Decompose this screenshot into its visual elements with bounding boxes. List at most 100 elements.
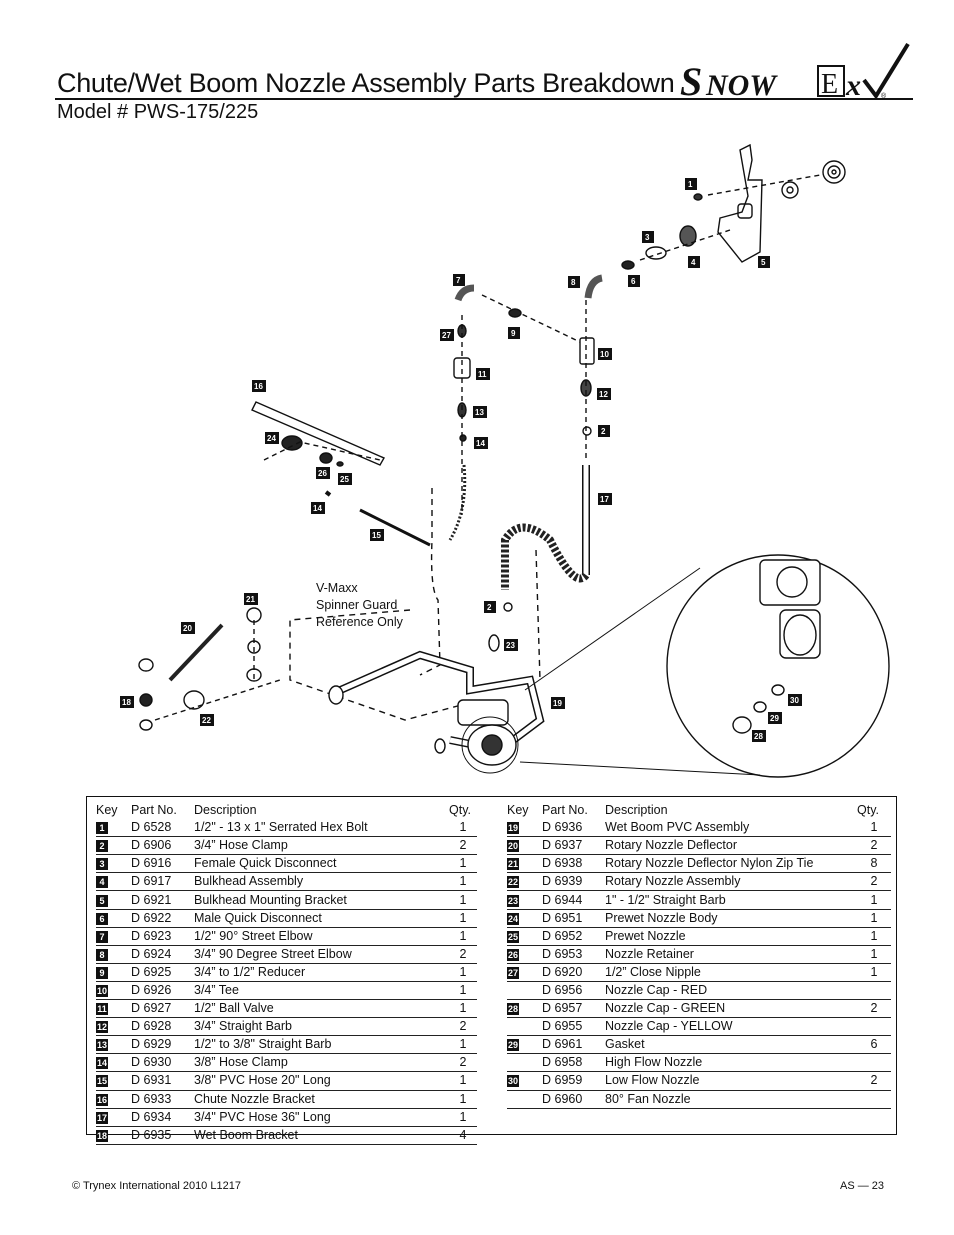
key-cell: 27	[507, 963, 542, 982]
part-number-cell: D 6933	[131, 1090, 194, 1109]
key-badge: 23	[507, 894, 519, 907]
svg-text:26: 26	[318, 469, 327, 478]
key-badge: 27	[507, 966, 519, 979]
part-number-cell: D 6952	[542, 927, 605, 946]
part-number-cell: D 6935	[131, 1126, 194, 1145]
description-cell: Male Quick Disconnect	[194, 909, 449, 928]
callout-14a: 14	[474, 437, 488, 449]
description-cell: Wet Boom PVC Assembly	[605, 819, 857, 838]
key-badge: 24	[507, 912, 519, 925]
key-cell: 28	[507, 999, 542, 1019]
qty-cell: 2	[857, 836, 891, 856]
qty-cell: 1	[449, 909, 477, 928]
qty-cell: 1	[449, 872, 477, 892]
description-cell: Rotary Nozzle Deflector	[605, 836, 857, 856]
part-number-cell: D 6925	[131, 963, 194, 982]
description-cell: 80° Fan Nozzle	[605, 1090, 857, 1109]
callout-2a: 2	[598, 425, 610, 437]
part-number-cell: D 6958	[542, 1053, 605, 1073]
svg-text:5: 5	[761, 258, 766, 267]
part-number-cell: D 6960	[542, 1090, 605, 1109]
svg-text:NOW: NOW	[705, 69, 778, 100]
part-number-cell: D 6957	[542, 999, 605, 1019]
key-cell	[507, 1017, 542, 1037]
qty-cell: 1	[449, 890, 477, 910]
key-cell: 14	[96, 1053, 131, 1073]
svg-text:17: 17	[600, 495, 609, 504]
key-cell: 30	[507, 1071, 542, 1091]
part-number-cell: D 6926	[131, 981, 194, 1001]
callout-1: 1	[685, 178, 697, 190]
key-cell: 22	[507, 872, 542, 892]
part-number-cell: D 6906	[131, 836, 194, 856]
key-badge: 17	[96, 1111, 108, 1124]
key-cell: 3	[96, 854, 131, 874]
svg-text:27: 27	[442, 331, 451, 340]
callout-21: 21	[244, 593, 258, 605]
key-cell: 26	[507, 945, 542, 964]
svg-text:E: E	[821, 69, 838, 100]
part-header: Part No.	[131, 803, 177, 818]
qty-cell: 2	[449, 1017, 477, 1037]
svg-text:19: 19	[553, 699, 562, 708]
key-cell: 17	[96, 1108, 131, 1127]
qty-cell: 2	[449, 836, 477, 856]
svg-text:2: 2	[601, 427, 606, 436]
key-badge: 1	[96, 822, 108, 835]
qty-cell: 1	[449, 1071, 477, 1091]
callout-19: 19	[551, 697, 565, 709]
svg-text:23: 23	[506, 641, 515, 650]
key-badge: 22	[507, 876, 519, 889]
svg-text:25: 25	[340, 475, 349, 484]
svg-text:29: 29	[770, 714, 779, 723]
key-cell: 1	[96, 819, 131, 838]
description-cell: Prewet Nozzle Body	[605, 909, 857, 928]
svg-text:15: 15	[372, 531, 381, 540]
parts-table-frame	[86, 796, 897, 1135]
description-cell: Bulkhead Assembly	[194, 872, 449, 892]
qty-cell: 1	[857, 909, 891, 928]
description-cell: Female Quick Disconnect	[194, 854, 449, 874]
qty-cell: 2	[449, 1053, 477, 1073]
part-number-cell: D 6953	[542, 945, 605, 964]
model-number: Model # PWS-175/225	[57, 101, 259, 123]
part-number-cell: D 6922	[131, 909, 194, 928]
qty-cell: 1	[857, 819, 891, 838]
qty-cell: 2	[857, 999, 891, 1019]
key-badge: 2	[96, 840, 108, 853]
callout-3: 3	[642, 231, 654, 243]
svg-text:10: 10	[600, 350, 609, 359]
desc-header: Description	[605, 803, 668, 818]
key-cell: 8	[96, 945, 131, 964]
key-badge: 4	[96, 876, 108, 889]
key-badge: 5	[96, 894, 108, 907]
qty-cell: 2	[449, 945, 477, 964]
description-cell: Wet Boom Bracket	[194, 1126, 449, 1145]
callout-10: 10	[598, 348, 612, 360]
callout-13: 13	[473, 406, 487, 418]
svg-text:11: 11	[478, 370, 487, 379]
key-badge: 18	[96, 1129, 108, 1142]
key-badge: 11	[96, 1003, 108, 1016]
description-cell: 3/4” 90 Degree Street Elbow	[194, 945, 449, 964]
svg-text:x: x	[845, 69, 861, 100]
part-number-cell: D 6924	[131, 945, 194, 964]
svg-text:6: 6	[631, 277, 636, 286]
callout-labels: 1 3 4 5 6 7 8 27 9 10 11 16 12 13 2 24 1…	[120, 178, 802, 742]
part-number-cell: D 6923	[131, 927, 194, 946]
callout-14b: 14	[311, 502, 325, 514]
key-cell: 21	[507, 854, 542, 874]
